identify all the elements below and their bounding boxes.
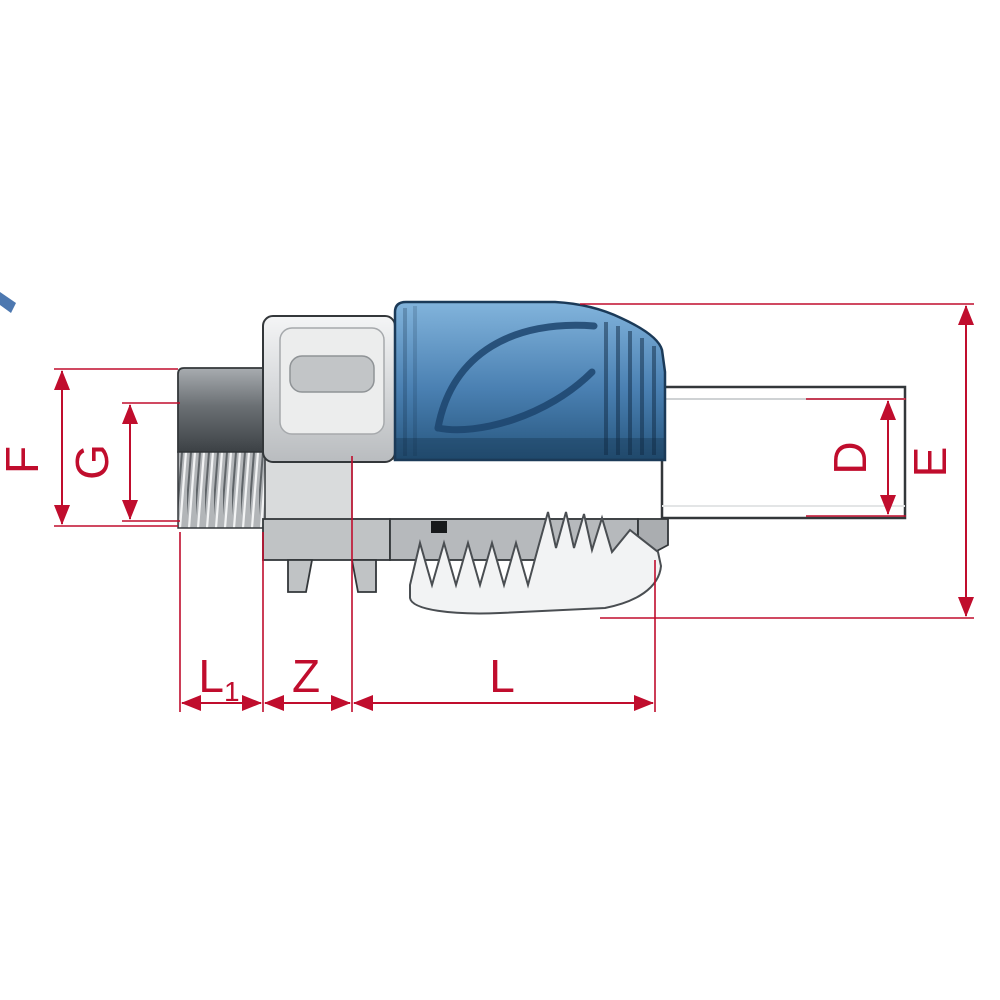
nut-grip-ribs [403, 306, 656, 456]
dim-D: D [806, 398, 906, 517]
body-leg-left [287, 559, 314, 593]
threaded-end [177, 367, 266, 529]
hex-body [262, 315, 396, 463]
dim-F: F [0, 368, 178, 527]
oring-marker [431, 521, 447, 533]
dim-label-L: L [489, 650, 515, 702]
fitting-drawing [177, 300, 907, 615]
hex-body-slot [289, 355, 375, 393]
clamp-ring [409, 511, 663, 615]
dim-label-G: G [66, 444, 118, 480]
dim-label-F: F [0, 446, 48, 474]
dim-label-Z: Z [292, 650, 320, 702]
dim-label-D: D [824, 441, 876, 474]
dim-label-L1: L1 [198, 650, 239, 707]
nut-logo-swoosh [434, 321, 598, 434]
inserted-pipe-section [351, 458, 666, 520]
dim-label-E: E [904, 447, 956, 478]
compression-nut [393, 300, 667, 462]
dim-Z: Z [264, 456, 353, 712]
edge-artifact-mark [0, 292, 16, 313]
dim-G: G [66, 402, 180, 522]
dimensions: F G D E L1 Z [0, 303, 974, 712]
body-leg-right [350, 559, 377, 593]
thread-section [177, 451, 266, 529]
thread-body [177, 367, 266, 453]
nut-bottom-shade [396, 438, 664, 459]
dim-E: E [580, 303, 974, 619]
body-bore-section [263, 459, 352, 519]
dim-L: L [353, 560, 656, 712]
dim-L1: L1 [179, 532, 264, 712]
